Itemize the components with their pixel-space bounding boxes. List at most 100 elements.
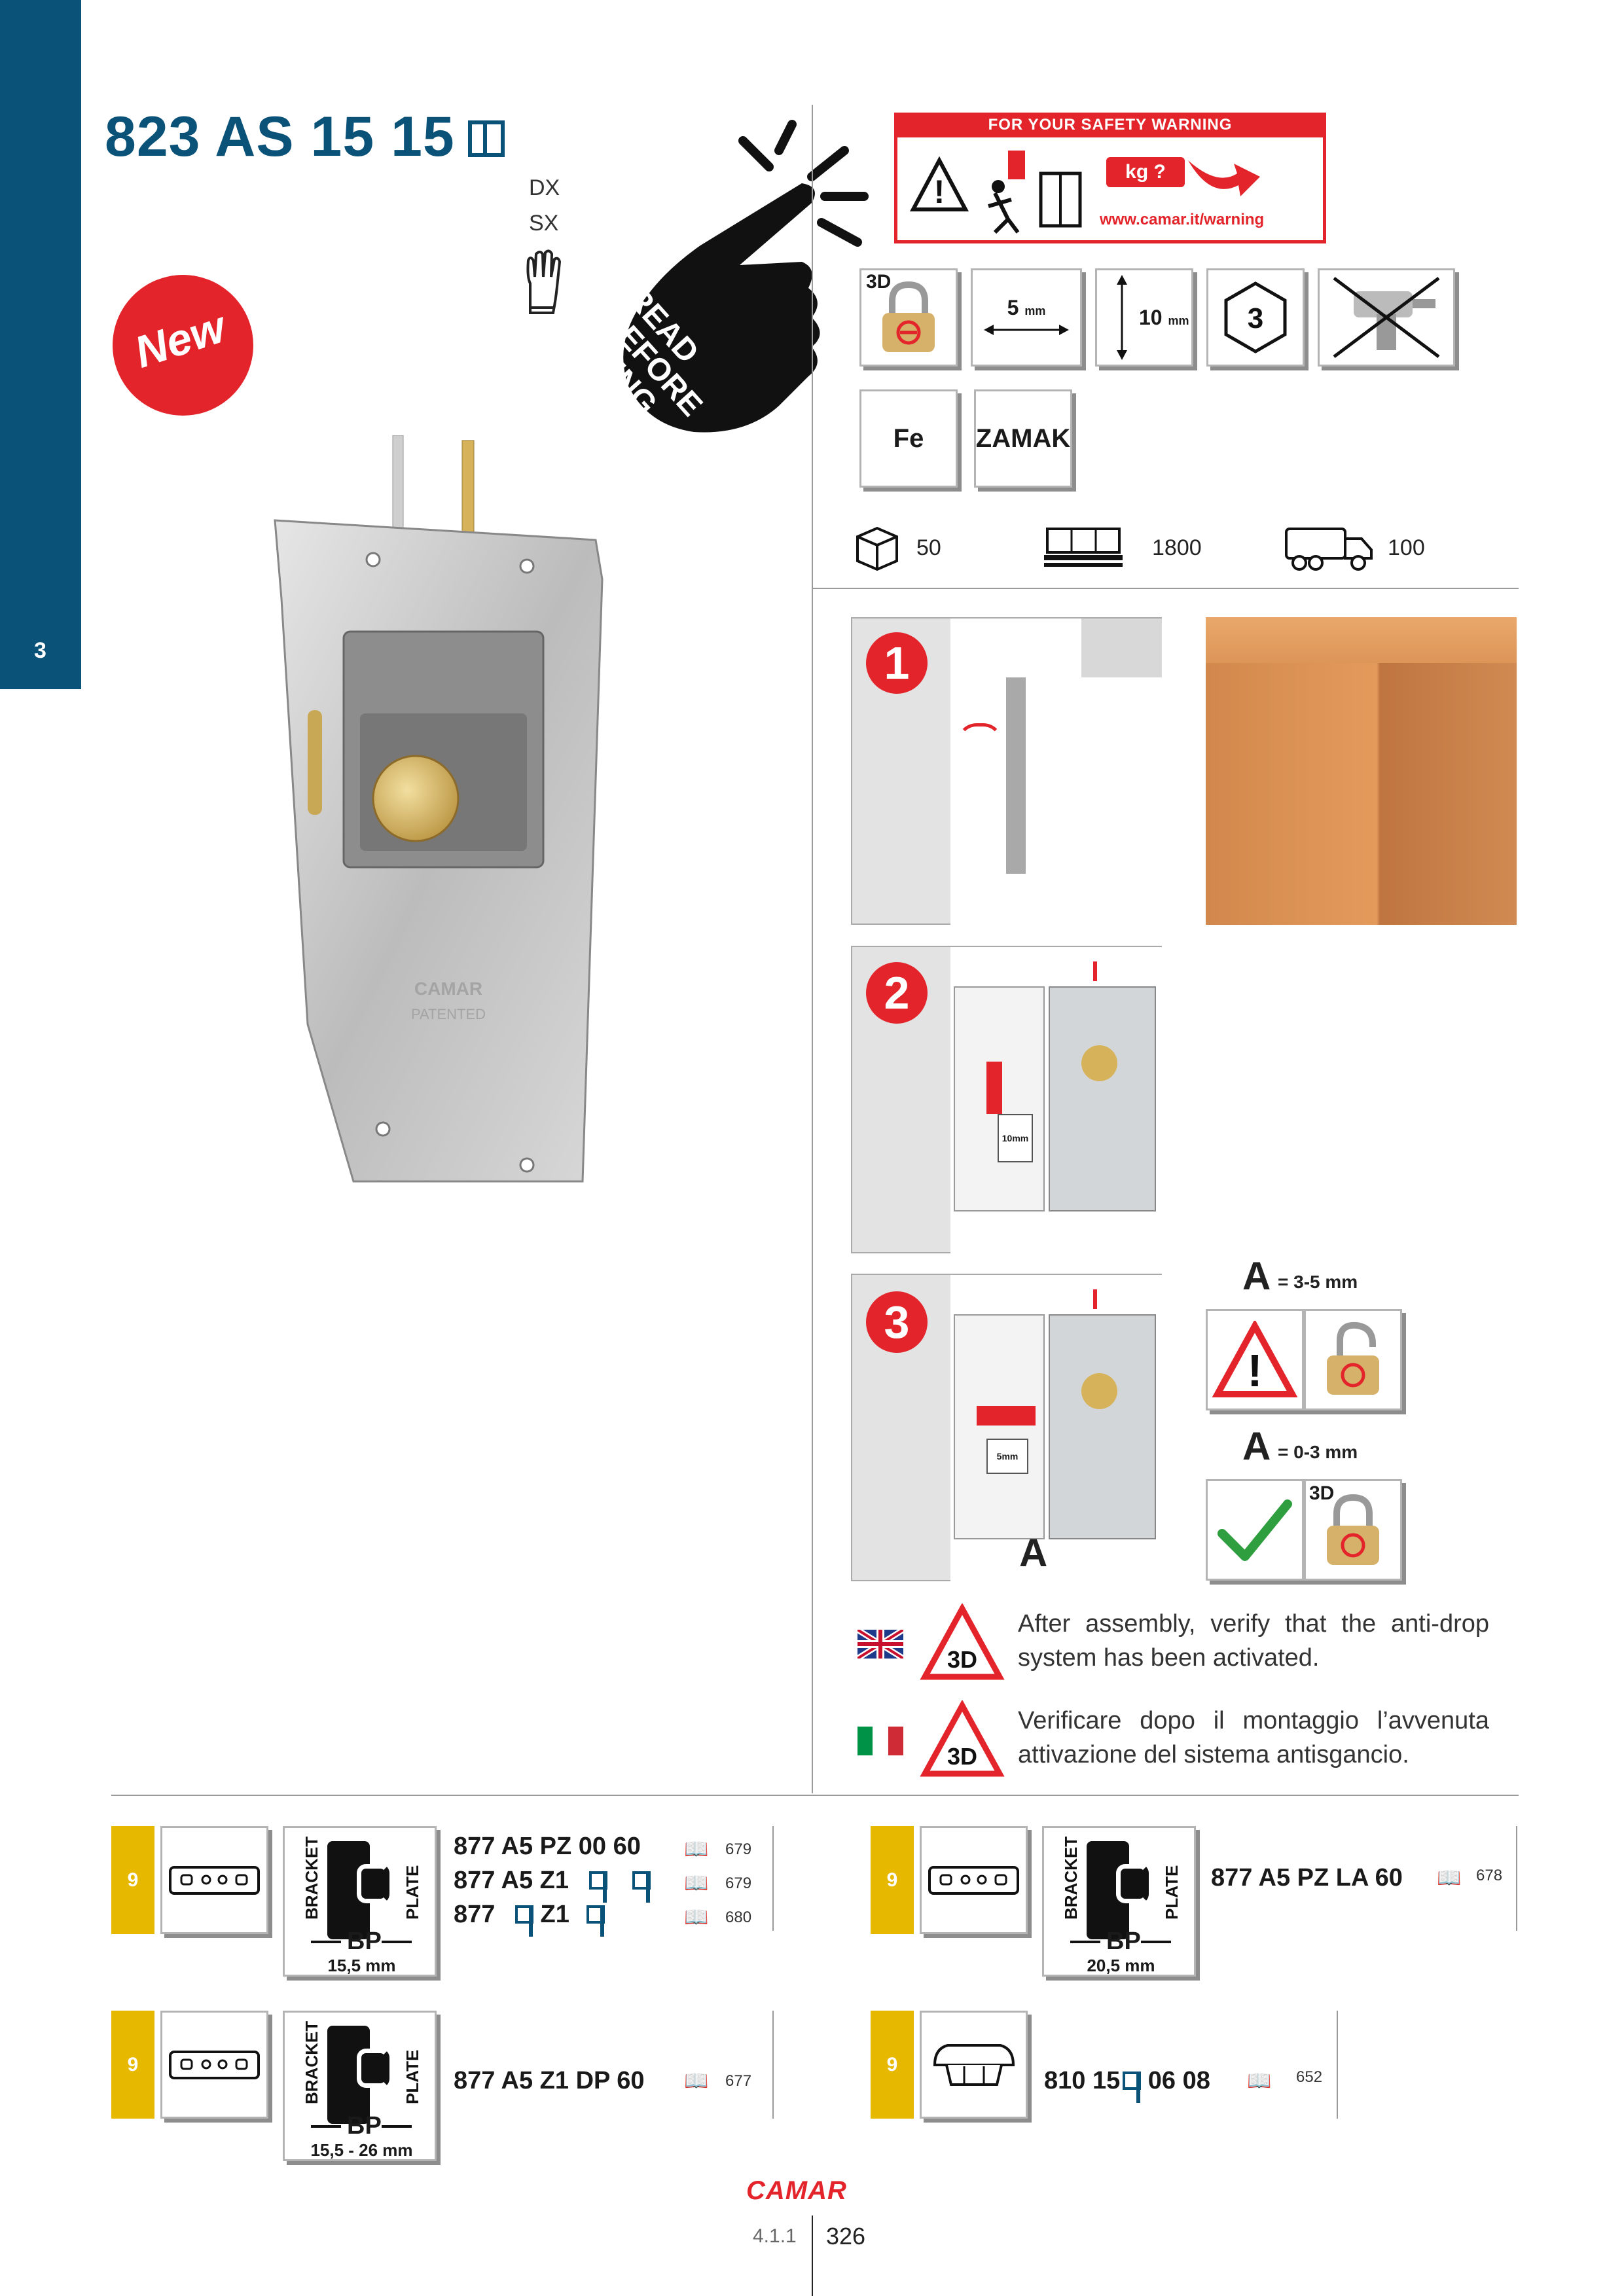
accessory-2-thumb[interactable] — [920, 1826, 1028, 1934]
weight-question-label: kg ? — [1106, 157, 1185, 187]
tolerance-good-3d-badge: 3D — [1309, 1482, 1335, 1504]
double-door-icon — [467, 120, 505, 157]
footer-separator — [812, 2215, 813, 2296]
section-band — [0, 0, 81, 689]
accessory-3-page-1[interactable]: 677 — [725, 2072, 752, 2090]
warning-url: www.camar.it/warning — [1100, 211, 1265, 228]
catalog-icon: 📖 — [684, 1873, 709, 1894]
accessory-4-thumb[interactable] — [920, 2011, 1028, 2119]
step-3-down-arrow-icon — [1093, 1289, 1097, 1309]
double-arrow-horizontal-icon — [984, 324, 1069, 335]
accessory-3-bracket-label: BRACKET — [302, 2020, 321, 2104]
uk-flag-icon — [857, 1630, 903, 1659]
accessory-1-page-2[interactable]: 679 — [725, 1874, 752, 1892]
accessory-4-code-1-post: 06 08 — [1147, 2067, 1210, 2094]
arrow-right-icon — [1188, 160, 1260, 196]
accessory-2-bp-value: 20,5 mm — [1087, 1956, 1155, 1975]
section-number: 3 — [34, 638, 46, 663]
footer-brand-logo: CAMAR — [746, 2176, 847, 2205]
tolerance-good-label: A — [1242, 1424, 1271, 1468]
no-power-drill-card — [1318, 268, 1455, 367]
accessory-1-page-1[interactable]: 679 — [725, 1840, 752, 1858]
vertical-adjust-value: 10 — [1139, 305, 1163, 329]
mounting-plate-icon — [928, 1865, 1019, 1895]
anti-drop-3d-warning-icon: 3D — [920, 1604, 1005, 1680]
hex-key-size: 3 — [1248, 302, 1263, 334]
product-hinge-image: CAMAR PATENTED — [274, 435, 604, 1183]
vertical-adjust-unit: mm — [1168, 314, 1189, 327]
step-1-hinge — [1006, 677, 1026, 874]
step-1-wall-top — [1081, 619, 1162, 677]
accessory-3-code-1[interactable]: 877 A5 Z1 DP 60 — [454, 2067, 645, 2094]
accessory-4-code-1[interactable]: 810 15 06 08 — [1044, 2067, 1210, 2103]
vertical-adjust-card: 10 mm — [1095, 268, 1193, 367]
step-1-number: 1 — [866, 632, 928, 694]
horizontal-adjust-unit: mm — [1024, 304, 1046, 317]
accessory-2-code-1[interactable]: 877 A5 PZ LA 60 — [1211, 1864, 1403, 1892]
step-3-dimension-label: A — [1019, 1531, 1048, 1575]
accessory-3-plate-label: PLATE — [403, 2049, 422, 2104]
accessory-3-section: 9 — [111, 2011, 154, 2119]
right-section-divider — [812, 588, 1519, 589]
badge-3d: 3D — [866, 271, 892, 293]
closed-padlock-icon — [1327, 1494, 1379, 1565]
accessory-2-plate-label: PLATE — [1162, 1865, 1182, 1920]
catalog-icon: 📖 — [1437, 1867, 1462, 1889]
pallet-quantity: 1800 — [1152, 535, 1202, 560]
note-english: After assembly, verify that the anti-dro… — [1018, 1610, 1489, 1672]
accessory-2-bp-arrow-left-icon — [1070, 1941, 1100, 1943]
note-italian: Verificare dopo il montaggio l’avvenuta … — [1018, 1707, 1489, 1768]
material-zamak-card: ZAMAK — [974, 389, 1072, 488]
product-brand-engraving: CAMAR — [414, 978, 482, 999]
accessory-2-separator — [1516, 1826, 1517, 1931]
accessory-3-thumb[interactable] — [160, 2011, 268, 2119]
accessory-1-thumb[interactable] — [160, 1826, 268, 1934]
svg-text:!: ! — [1247, 1345, 1262, 1396]
pallet-icon — [1044, 528, 1123, 567]
anti-drop-3d-card — [859, 268, 958, 367]
accessory-1-code-1[interactable]: 877 A5 PZ 00 60 — [454, 1833, 641, 1861]
tolerance-good-check-card — [1206, 1479, 1304, 1581]
accessory-1-bp-diagram: BRACKET PLATE BP 15,5 mm — [283, 1826, 437, 1977]
footer-section: 4.1.1 — [753, 2225, 797, 2247]
accessory-2-bp-arrow-right-icon — [1141, 1941, 1171, 1943]
tolerance-bad-value: = 3-5 mm — [1278, 1272, 1358, 1292]
step-3-measure-value: 5mm — [996, 1451, 1019, 1462]
accessory-1-plate-label: PLATE — [403, 1865, 422, 1920]
mounting-plate-icon — [169, 2050, 260, 2079]
accessory-1-bp-label: BP — [347, 1928, 382, 1955]
warning-triangle-red-icon: ! — [1212, 1320, 1297, 1397]
double-door-small-icon — [514, 1905, 533, 1937]
accessory-1-bp-value: 15,5 mm — [327, 1956, 396, 1975]
accessory-1-code-3[interactable]: 877 Z1 — [454, 1901, 605, 1937]
accessory-2-page-1[interactable]: 678 — [1476, 1867, 1503, 1884]
accessory-1-code-3-pre: 877 — [454, 1901, 496, 1928]
accessory-4-page-1[interactable]: 652 — [1296, 2068, 1323, 2086]
accessory-1-code-2[interactable]: 877 A5 Z1 — [454, 1867, 651, 1903]
accessory-3-bp-value: 15,5 - 26 mm — [310, 2140, 413, 2160]
cover-cap-icon — [933, 2043, 1015, 2086]
accessory-2-bracket-label: BRACKET — [1061, 1836, 1081, 1920]
step-1-panel — [851, 617, 1162, 925]
step-3-number: 3 — [866, 1291, 928, 1353]
material-iron: Fe — [893, 423, 924, 453]
accessory-2-section: 9 — [871, 1826, 914, 1934]
rotate-arrow-icon — [957, 723, 1003, 749]
accessory-1-bp-arrow-right-icon — [382, 1941, 412, 1943]
falling-person-icon — [988, 151, 1082, 234]
step-3-side-view — [954, 1314, 1045, 1539]
accessory-1-page-3[interactable]: 680 — [725, 1909, 752, 1926]
step-2-down-arrow-icon — [1093, 961, 1097, 981]
no-drill-icon — [1333, 277, 1440, 358]
accessories-divider — [111, 1795, 1519, 1796]
note-it-3d-badge: 3D — [947, 1743, 977, 1770]
check-icon — [1218, 1499, 1292, 1561]
svg-text:!: ! — [934, 173, 945, 210]
glove-icon — [526, 249, 562, 314]
footer-page-number: 326 — [826, 2223, 866, 2250]
truck-icon — [1285, 528, 1373, 571]
accessory-4-separator — [1337, 2011, 1338, 2119]
material-zamak: ZAMAK — [975, 423, 1071, 453]
accessory-3-separator — [772, 2011, 774, 2119]
accessory-2-bp-label: BP — [1106, 1928, 1141, 1955]
